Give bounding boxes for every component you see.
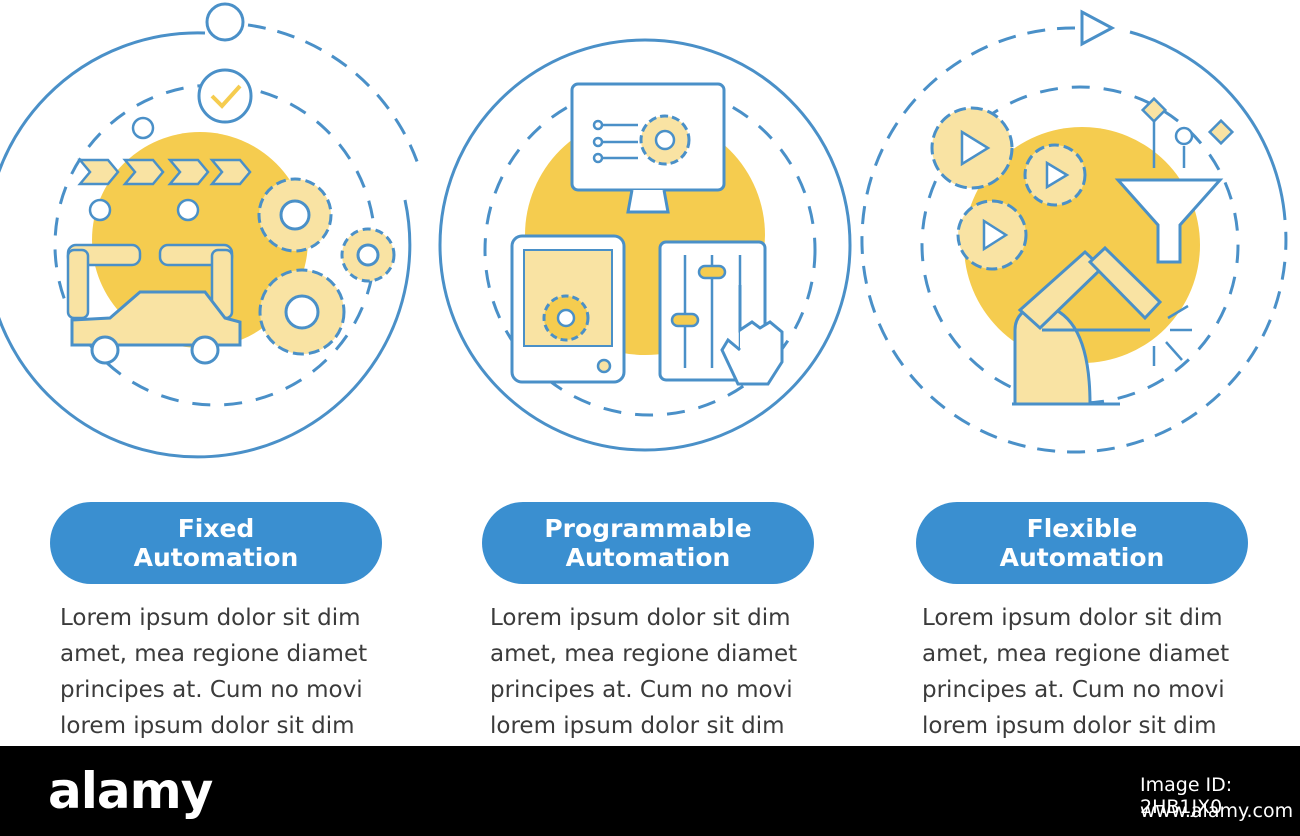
car-wheel-icon — [90, 335, 120, 365]
funnel-icon — [1114, 178, 1224, 264]
watermark-footer — [0, 746, 1300, 836]
car-wheel-icon — [190, 335, 220, 365]
fixed-automation-circle — [0, 2, 422, 459]
label-line-1: Fixed — [177, 514, 255, 543]
gears-icon — [257, 177, 396, 356]
programmable-automation-label: Programmable Automation — [482, 502, 814, 584]
infographic: Fixed Automation Programmable Automation… — [0, 2, 1288, 744]
programmable-automation-description: Lorem ipsum dolor sit dim amet, mea regi… — [490, 600, 830, 744]
description-line: principes at. Cum no movi — [60, 677, 363, 703]
start-node-icon — [205, 2, 245, 42]
description-line: Lorem ipsum dolor sit dim — [490, 605, 791, 631]
outer-arc — [1129, 30, 1287, 221]
description-line: amet, mea regione diamet — [60, 641, 368, 667]
inputs-icon — [1140, 96, 1235, 168]
play-symbols — [960, 129, 1070, 252]
description-line: lorem ipsum dolor sit dim — [60, 713, 355, 739]
outer-ring — [438, 38, 852, 452]
description-line: Lorem ipsum dolor sit dim — [60, 605, 361, 631]
flexible-automation-label: Flexible Automation — [916, 502, 1248, 584]
description-line: amet, mea regione diamet — [922, 641, 1230, 667]
robot-arms-icon — [66, 243, 234, 320]
description-line: principes at. Cum no movi — [922, 677, 1225, 703]
inner-dashed-ring — [920, 85, 1240, 405]
outer-arc — [0, 31, 412, 459]
label-line-2: Automation — [133, 543, 299, 572]
description-line: Lorem ipsum dolor sit dim — [922, 605, 1223, 631]
programmable-automation-circle — [438, 38, 852, 452]
tablet-button — [596, 358, 612, 374]
label-line-1: Flexible — [1026, 514, 1138, 543]
description-line: lorem ipsum dolor sit dim — [922, 713, 1217, 739]
site-url: www.alamy.com — [1140, 800, 1294, 822]
gear-hub — [654, 129, 676, 151]
label-line-1: Programmable — [544, 514, 752, 543]
outer-dashed-arc — [860, 26, 1288, 454]
description-line: principes at. Cum no movi — [490, 677, 793, 703]
flexible-automation-description: Lorem ipsum dolor sit dim amet, mea regi… — [922, 600, 1262, 744]
fixed-automation-description: Lorem ipsum dolor sit dim amet, mea regi… — [60, 600, 400, 744]
label-line-2: Automation — [565, 543, 731, 572]
monitor-stand — [626, 189, 670, 214]
circuit-lines-icon — [592, 119, 638, 164]
car-body-icon — [70, 290, 242, 347]
process-chevrons-icon — [77, 158, 252, 186]
gear-hub — [556, 308, 576, 328]
check-icon — [197, 68, 253, 124]
flexible-automation-circle — [860, 9, 1288, 454]
pointing-hand-icon — [720, 285, 784, 386]
brand-logo: alamy — [48, 762, 213, 820]
spark-icon — [1152, 304, 1192, 366]
sensor-nodes-icon — [88, 116, 200, 222]
fixed-automation-label: Fixed Automation — [50, 502, 382, 584]
robot-forearm-icon — [1087, 245, 1163, 321]
play-arrow-icon — [1080, 9, 1116, 47]
label-line-2: Automation — [999, 543, 1165, 572]
checkmark-stroke — [210, 84, 242, 109]
diagram-canvas — [0, 2, 1288, 459]
image-id: Image ID: 2HB1JX0 — [1140, 774, 1233, 818]
outer-dashed-arc — [247, 23, 422, 171]
description-line: lorem ipsum dolor sit dim — [490, 713, 785, 739]
description-line: amet, mea regione diamet — [490, 641, 798, 667]
